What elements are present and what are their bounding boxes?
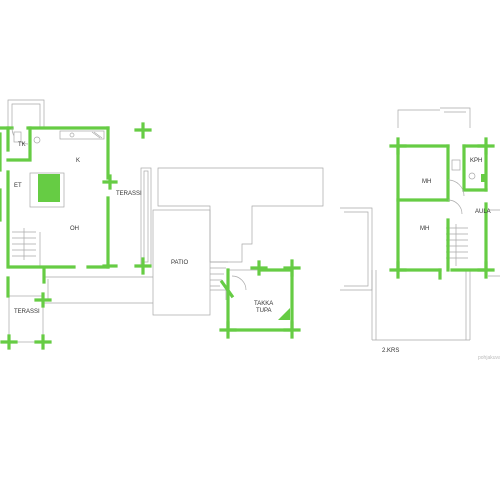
ground-floor-walls (0, 122, 152, 350)
upper-floor-walls (389, 137, 495, 280)
label-et: ET (14, 183, 22, 189)
label-aula: AULA (475, 209, 491, 215)
label-mh-lower: MH (420, 226, 429, 232)
ground-floor-outlines (7, 99, 324, 343)
label-oh: OH (70, 226, 79, 232)
label-patio: PATIO (171, 260, 188, 266)
label-kph: KPH (470, 158, 482, 164)
label-terassi-lower: TERASSI (14, 309, 40, 315)
label-mh-upper: MH (422, 179, 431, 185)
label-takka: TAKKA (254, 301, 273, 307)
label-terassi-upper: TERASSI (116, 191, 142, 197)
watermark: pohjakuva (478, 355, 500, 361)
upper-floor-fixtures (447, 159, 476, 215)
label-tupa: TUPA (256, 308, 272, 314)
label-k: K (76, 158, 80, 164)
sauna-building (219, 259, 301, 339)
upper-floor-outlines (340, 107, 500, 341)
ground-floor-fixtures (11, 127, 105, 260)
floor-caption: 2.KRS (382, 348, 399, 354)
label-tk: TK (18, 142, 26, 148)
